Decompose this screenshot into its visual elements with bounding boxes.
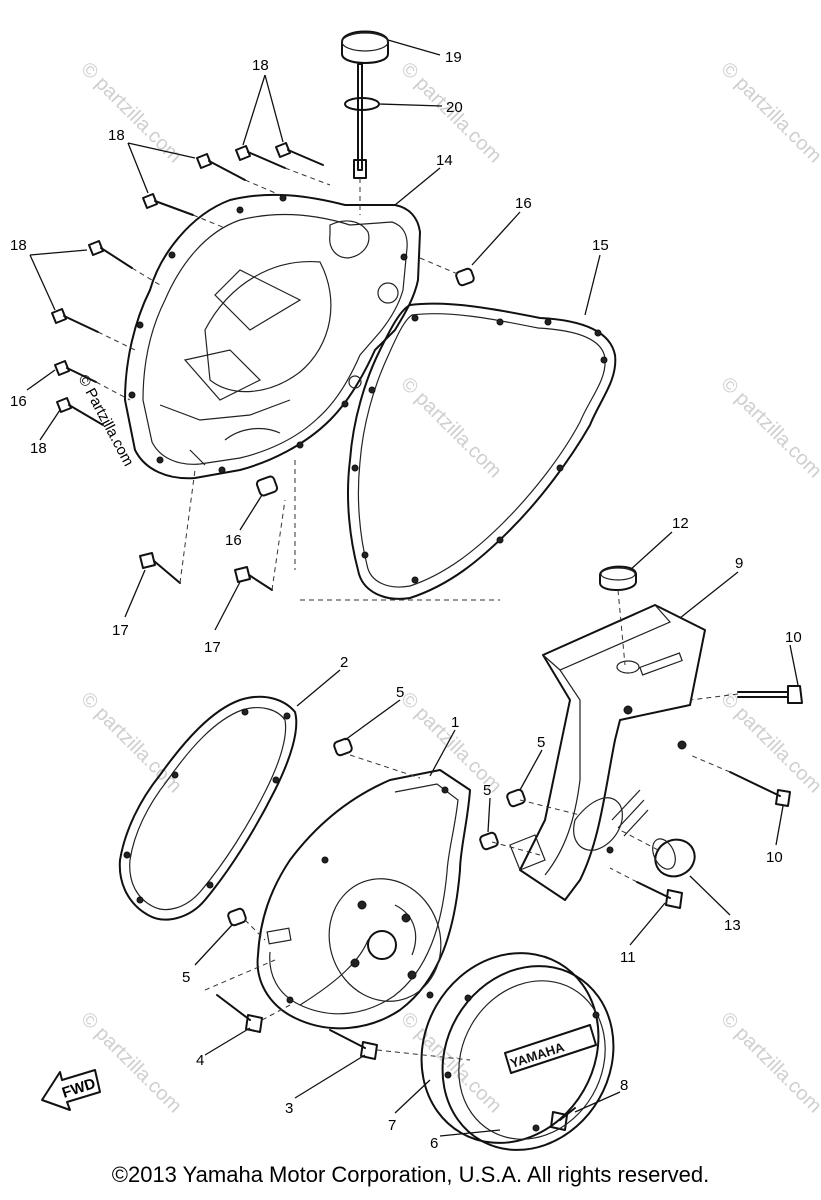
watermark: © partzilla.com (396, 373, 505, 482)
callout-9: 9 (735, 555, 743, 572)
leader-lines (26, 39, 799, 1137)
callout-7: 7 (388, 1117, 396, 1134)
callout-8: 8 (620, 1077, 628, 1094)
crankcase-cover-part-14 (124, 193, 421, 480)
callout-14: 14 (436, 152, 453, 169)
callout-5: 5 (483, 782, 491, 799)
forward-arrow-icon: FWD (41, 1069, 101, 1111)
callout-19: 19 (445, 49, 462, 66)
gasket-part-2 (118, 695, 298, 921)
assembly-lines-lower (204, 589, 739, 1061)
crankcase-cover-part-1 (256, 769, 471, 1030)
gasket-part-7 (420, 952, 600, 1144)
callout-1: 1 (451, 714, 459, 731)
callout-10: 10 (785, 629, 802, 646)
callout-5: 5 (396, 684, 404, 701)
callout-3: 3 (285, 1100, 293, 1117)
callout-12: 12 (672, 515, 689, 532)
callout-numbers: 19 20 18 18 14 16 15 18 18 16 18 16 17 1… (10, 49, 802, 1152)
callout-16: 16 (225, 532, 242, 549)
callout-4: 4 (196, 1052, 204, 1069)
bolts-part-18 (51, 142, 324, 426)
callout-5: 5 (182, 969, 190, 986)
bolt-part-3 (329, 1029, 378, 1060)
callout-6: 6 (430, 1135, 438, 1152)
callout-5: 5 (537, 734, 545, 751)
copyright-notice: ©2013 Yamaha Motor Corporation, U.S.A. A… (111, 1162, 710, 1187)
watermark: © partzilla.com (76, 688, 185, 797)
callout-11: 11 (620, 949, 636, 966)
dowel-pins-part-5 (227, 737, 526, 927)
callout-17: 17 (204, 639, 221, 656)
callout-17: 17 (112, 622, 129, 639)
gasket-part-15 (346, 302, 617, 600)
watermark: © partzilla.com (76, 1008, 185, 1117)
callout-18: 18 (108, 127, 125, 144)
bolts-part-17 (139, 552, 273, 591)
plug-part-13 (652, 838, 696, 878)
callout-2: 2 (340, 654, 348, 671)
callout-18: 18 (10, 237, 27, 254)
bolts-part-10 (729, 685, 803, 807)
oil-filler-cap-part-19 (341, 30, 389, 179)
callout-20: 20 (446, 99, 463, 116)
yamaha-logo: YAMAHA (508, 1039, 566, 1071)
assembly-lines-upper (95, 167, 500, 601)
dowel-pins-part-16 (255, 267, 475, 497)
watermark: © partzilla.com (396, 1008, 505, 1117)
watermarks: © partzilla.com © partzilla.com © partzi… (74, 58, 821, 1117)
callout-13: 13 (724, 917, 741, 934)
callout-16: 16 (515, 195, 532, 212)
watermark: © partzilla.com (716, 1008, 821, 1117)
cover-part-9 (509, 604, 706, 901)
callout-15: 15 (592, 237, 609, 254)
watermark: © partzilla.com (716, 688, 821, 797)
watermark-side: © Partzilla.com (74, 372, 136, 469)
callout-16: 16 (10, 393, 27, 410)
callout-18: 18 (252, 57, 269, 74)
callout-10: 10 (766, 849, 783, 866)
callout-18: 18 (30, 440, 47, 457)
watermark: © partzilla.com (716, 373, 821, 482)
cap-part-12 (599, 565, 637, 591)
bolt-part-11 (636, 881, 683, 909)
watermark: © partzilla.com (396, 688, 505, 797)
watermark: © partzilla.com (716, 58, 821, 167)
bolt-part-4 (216, 994, 263, 1033)
